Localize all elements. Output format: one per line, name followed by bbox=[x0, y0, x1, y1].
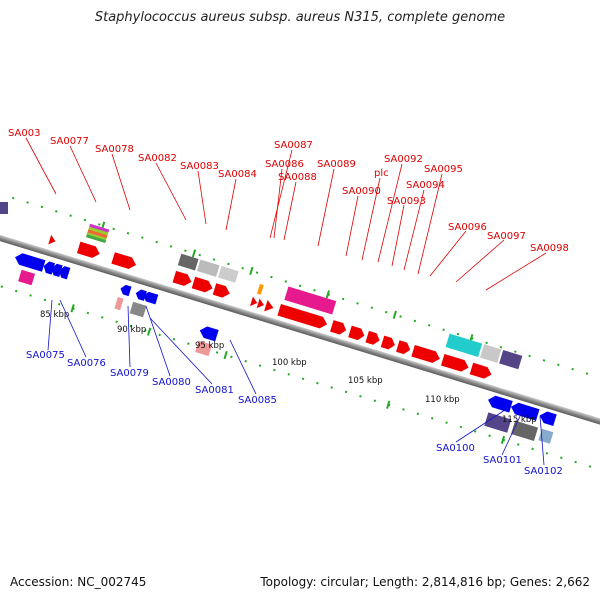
gene-arrow-SA0102[interactable] bbox=[538, 410, 557, 426]
gene-arrow-SA0083[interactable] bbox=[191, 276, 215, 294]
feature-block-purple-2[interactable] bbox=[484, 412, 512, 433]
label-SA0090: SA0090 bbox=[342, 186, 381, 197]
label-SA0079: SA0079 bbox=[110, 368, 149, 379]
reverse-labels: SA0075 SA0076 SA0079 SA0080 SA0081 SA008… bbox=[26, 299, 563, 477]
gene-arrow-SA0084[interactable] bbox=[212, 283, 232, 299]
feature-block-gray-2[interactable] bbox=[196, 259, 220, 277]
gene-arrow-SA0085[interactable] bbox=[198, 325, 219, 342]
gene-arrow-SA0089[interactable] bbox=[277, 304, 328, 330]
label-SA0080: SA0080 bbox=[152, 377, 191, 388]
gene-arrow-SA0075b[interactable] bbox=[27, 256, 46, 272]
gene-arrow-SA0093[interactable] bbox=[380, 335, 397, 351]
kbp-ticks bbox=[70, 221, 506, 444]
gene-arrow-SA0094[interactable] bbox=[396, 340, 412, 355]
forward-genes-lane1[interactable] bbox=[48, 233, 494, 381]
kbp-label-100: 100 kbp bbox=[272, 358, 307, 368]
genome-backbone bbox=[0, 232, 600, 437]
feature-block-lightblue[interactable] bbox=[538, 428, 554, 444]
label-SA0093: SA0093 bbox=[387, 196, 426, 207]
gene-arrow-SA0100a[interactable] bbox=[486, 394, 513, 413]
gene-arrow-SA0092[interactable] bbox=[365, 330, 381, 346]
gene-arrow-SA003[interactable] bbox=[48, 234, 57, 246]
kbp-labels: 85 kbp 90 kbp 95 kbp 100 kbp 105 kbp 110… bbox=[40, 310, 537, 425]
label-SA0076: SA0076 bbox=[67, 358, 106, 369]
feature-block-pink-1[interactable] bbox=[18, 269, 36, 286]
label-SA0085: SA0085 bbox=[238, 395, 277, 406]
feature-block-purple[interactable] bbox=[499, 350, 523, 370]
gene-arrow-SA0095[interactable] bbox=[411, 344, 441, 365]
feature-block-orange[interactable] bbox=[256, 283, 264, 295]
label-SA0087: SA0087 bbox=[274, 140, 313, 151]
inner-dotted-track bbox=[0, 281, 600, 476]
feature-block-cyan[interactable] bbox=[445, 333, 483, 357]
feature-block-gray-3[interactable] bbox=[217, 265, 239, 283]
gene-arrow-SA0076a[interactable] bbox=[42, 260, 56, 275]
gene-arrow-SA0080b[interactable] bbox=[142, 291, 159, 305]
label-SA0078: SA0078 bbox=[95, 144, 134, 155]
gene-arrow-SA0087[interactable] bbox=[256, 298, 266, 310]
forward-feature-blocks[interactable] bbox=[85, 223, 523, 373]
label-SA0075: SA0075 bbox=[26, 350, 65, 361]
reverse-genes-lane[interactable] bbox=[4, 250, 559, 459]
gene-arrow-SA0079[interactable] bbox=[119, 284, 132, 297]
feature-stripe-green bbox=[86, 234, 107, 243]
kbp-label-110: 110 kbp bbox=[425, 395, 460, 405]
label-SA003: SA003 bbox=[8, 128, 40, 139]
label-SA0102: SA0102 bbox=[524, 466, 563, 477]
accession-text: Accession: NC_002745 bbox=[10, 575, 147, 589]
label-SA0082: SA0082 bbox=[138, 153, 177, 164]
forward-labels: SA003 SA0077 SA0078 SA0082 SA0083 SA0084… bbox=[8, 128, 569, 291]
label-SA0089: SA0089 bbox=[317, 159, 356, 170]
feature-block-gray-6[interactable] bbox=[511, 420, 539, 441]
feature-block-pink-2[interactable] bbox=[114, 297, 124, 311]
genome-title: Staphylococcus aureus subsp. aureus N315… bbox=[94, 10, 506, 25]
kbp-label-85: 85 kbp bbox=[40, 310, 69, 320]
feature-block-gray-4[interactable] bbox=[480, 344, 502, 363]
gene-arrow-SA0077[interactable] bbox=[76, 241, 102, 260]
gene-arrow-SA0076c[interactable] bbox=[57, 265, 71, 280]
gene-arrow-SA0088[interactable] bbox=[264, 299, 275, 314]
kbp-label-90: 90 kbp bbox=[117, 325, 146, 335]
label-SA0096: SA0096 bbox=[448, 222, 487, 233]
label-SA0088: SA0088 bbox=[278, 172, 317, 183]
gene-arrow-plc[interactable] bbox=[348, 325, 366, 342]
gene-arrow-SA0080a[interactable] bbox=[134, 288, 147, 301]
label-SA0077: SA0077 bbox=[50, 136, 89, 147]
gene-arrow-SA0090[interactable] bbox=[330, 320, 348, 336]
label-SA0095: SA0095 bbox=[424, 164, 463, 175]
kbp-label-95: 95 kbp bbox=[195, 341, 224, 351]
gene-arrow-SA0082[interactable] bbox=[172, 270, 194, 288]
label-SA0094: SA0094 bbox=[406, 180, 445, 191]
gene-arrow-SA0096[interactable] bbox=[440, 354, 470, 373]
label-SA0101: SA0101 bbox=[483, 455, 522, 466]
feature-block-gray-1[interactable] bbox=[177, 253, 199, 271]
kbp-label-115: 115 kbp bbox=[502, 415, 537, 425]
gene-arrow-SA0097[interactable] bbox=[469, 362, 494, 381]
label-SA0084: SA0084 bbox=[218, 169, 257, 180]
gene-arrow-SA0100b[interactable] bbox=[509, 401, 540, 421]
label-SA0083: SA0083 bbox=[180, 161, 219, 172]
gene-arrow-SA0078[interactable] bbox=[111, 252, 137, 270]
label-SA0086: SA0086 bbox=[265, 159, 304, 170]
feature-block-gray-5[interactable] bbox=[129, 301, 147, 318]
label-SA0098: SA0098 bbox=[530, 243, 569, 254]
feature-stripe-magenta bbox=[89, 223, 110, 233]
feature-block-pink-3[interactable] bbox=[195, 340, 213, 357]
left-purple-fragment bbox=[0, 202, 8, 214]
kbp-label-105: 105 kbp bbox=[348, 376, 383, 386]
label-SA0081: SA0081 bbox=[195, 385, 234, 396]
feature-block-magenta[interactable] bbox=[284, 286, 337, 315]
label-SA0092: SA0092 bbox=[384, 154, 423, 165]
genome-summary: Topology: circular; Length: 2,814,816 bp… bbox=[260, 575, 590, 589]
label-plc: plc bbox=[374, 168, 389, 179]
label-SA0097: SA0097 bbox=[487, 231, 526, 242]
feature-stripe-orange bbox=[87, 229, 108, 239]
label-SA0100: SA0100 bbox=[436, 443, 475, 454]
gene-arrow-SA0076b[interactable] bbox=[50, 263, 63, 278]
gene-arrow-SA0086[interactable] bbox=[250, 296, 259, 308]
